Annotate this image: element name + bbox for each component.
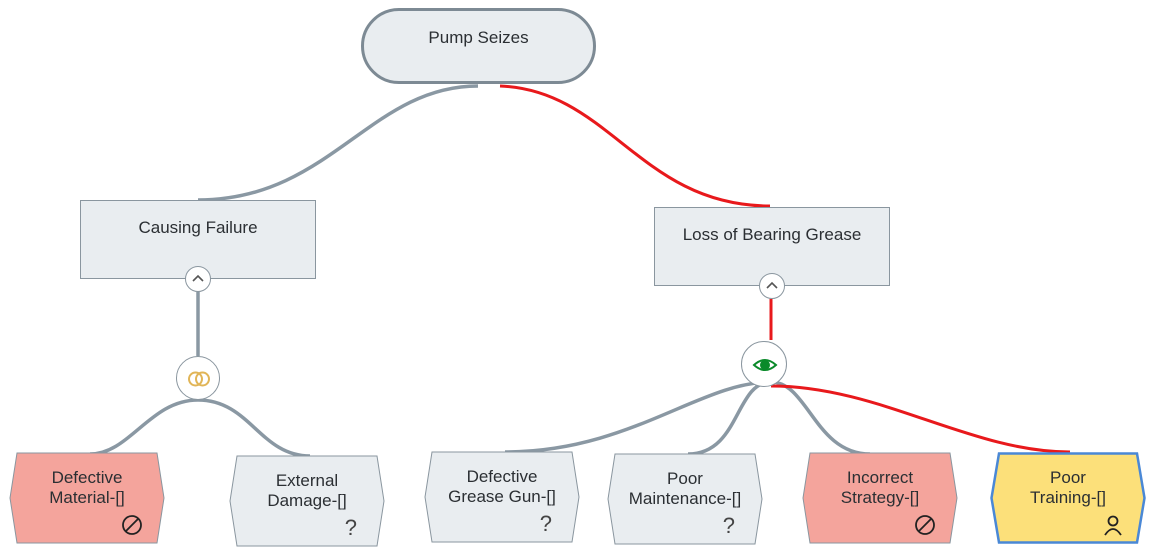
connector-loss-gate-to-poor-maintenance [687, 380, 772, 456]
leaf-label: Poor Training-[] [1030, 468, 1106, 507]
critical-path-gate-to-poor-training [770, 384, 1071, 454]
root-event-node[interactable]: Pump Seizes [361, 8, 596, 84]
node-loss-of-bearing-grease[interactable]: Loss of Bearing Grease [654, 207, 890, 286]
leaf-defective-grease-gun[interactable]: Defective Grease Gun-[] ? [424, 451, 580, 543]
leaf-shape [607, 453, 763, 545]
connector-gate-to-defective-material [89, 398, 199, 456]
node-causing-failure-label: Causing Failure [138, 218, 258, 237]
connector-loss-gate-to-incorrect-strategy [770, 380, 871, 456]
unverified-icon: ? [344, 515, 357, 540]
not-a-cause-icon [121, 514, 143, 536]
unverified-icon: ? [722, 513, 735, 538]
leaf-external-damage[interactable]: External Damage-[] ? [229, 455, 385, 547]
root-event-label: Pump Seizes [428, 28, 529, 47]
leaf-defective-material[interactable]: Defective Material-[] [9, 452, 165, 544]
critical-path-root-to-loss [499, 84, 771, 208]
linked-rings-icon [188, 371, 210, 387]
connector-root-to-causing-failure [197, 84, 479, 202]
leaf-shape [990, 452, 1146, 544]
leaf-poor-maintenance[interactable]: Poor Maintenance-[] ? [607, 453, 763, 545]
leaf-poor-training[interactable]: Poor Training-[] [990, 452, 1146, 544]
loss-of-bearing-grease-gate[interactable] [741, 341, 787, 387]
leaf-shape [802, 452, 958, 544]
leaf-shape [424, 451, 580, 543]
leaf-label: External Damage-[] [267, 471, 347, 510]
node-loss-of-bearing-grease-label: Loss of Bearing Grease [682, 225, 862, 244]
person-icon [1102, 514, 1124, 536]
chevron-up-icon [766, 281, 778, 289]
leaf-shape [9, 452, 165, 544]
leaf-label: Incorrect Strategy-[] [840, 468, 920, 507]
connector-loss-gate-to-defective-grease-gun [504, 380, 772, 454]
collapse-causing-failure-button[interactable] [185, 266, 211, 292]
unverified-icon: ? [539, 511, 552, 536]
leaf-incorrect-strategy[interactable]: Incorrect Strategy-[] [802, 452, 958, 544]
collapse-loss-of-bearing-grease-button[interactable] [759, 273, 785, 299]
leaf-label: Poor Maintenance-[] [628, 469, 742, 508]
chevron-up-icon [192, 274, 204, 282]
leaf-label: Defective Grease Gun-[] [448, 467, 556, 506]
causing-failure-gate[interactable] [176, 356, 220, 400]
connector-gate-to-external-damage [197, 398, 311, 458]
leaf-label: Defective Material-[] [49, 468, 125, 507]
leaf-shape [229, 455, 385, 547]
eye-icon [752, 359, 778, 371]
not-a-cause-icon [914, 514, 936, 536]
